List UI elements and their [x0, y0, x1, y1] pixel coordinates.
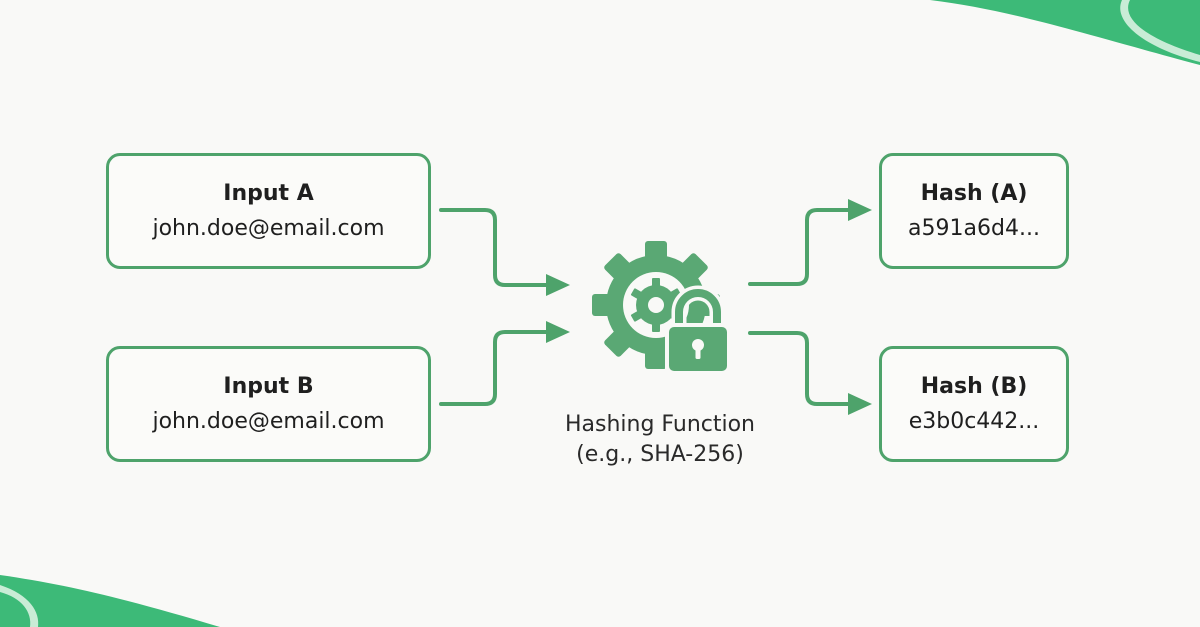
hashing-function-example: (e.g., SHA-256) — [576, 442, 744, 467]
hash-b-box: Hash (B) e3b0c442... — [879, 346, 1069, 462]
connector-hash-b — [748, 331, 854, 406]
hash-a-title: Hash (A) — [920, 181, 1028, 206]
hash-b-value: e3b0c442... — [908, 409, 1040, 434]
input-a-title: Input A — [223, 181, 314, 206]
hashing-function-label: Hashing Function (e.g., SHA-256) — [530, 410, 790, 470]
input-a-value: john.doe@email.com — [152, 216, 385, 241]
arrowhead-to-hash-b — [848, 393, 872, 415]
hashing-function-name: Hashing Function — [564, 412, 756, 437]
connector-input-a — [439, 208, 552, 287]
connector-hash-a — [748, 208, 854, 286]
input-a-box: Input A john.doe@email.com — [106, 153, 431, 269]
arrowhead-to-hash-a — [848, 199, 872, 221]
hash-a-value: a591a6d4... — [908, 216, 1040, 241]
input-b-box: Input B john.doe@email.com — [106, 346, 431, 462]
input-b-title: Input B — [223, 374, 314, 399]
input-b-value: john.doe@email.com — [152, 409, 385, 434]
arrowhead-to-function-b — [546, 321, 570, 343]
hash-a-box: Hash (A) a591a6d4... — [879, 153, 1069, 269]
hash-b-title: Hash (B) — [920, 374, 1028, 399]
connector-input-b — [439, 330, 552, 406]
arrowhead-to-function-a — [546, 274, 570, 296]
